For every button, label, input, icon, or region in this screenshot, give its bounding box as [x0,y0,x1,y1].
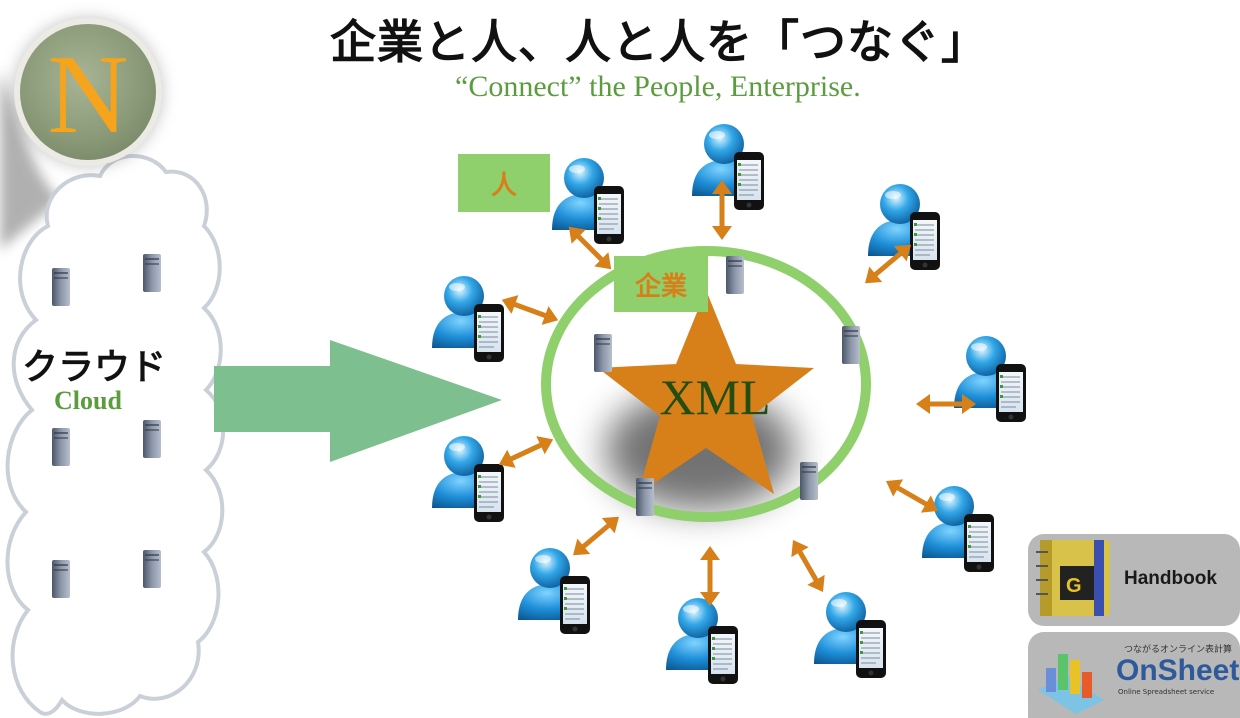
server-icon [800,462,818,500]
n-logo-icon: N [20,24,156,160]
person-tag: 人 [458,154,550,212]
user-with-smartphone-icon [666,598,738,684]
server-icon [143,254,161,292]
double-arrow-icon [784,535,831,597]
cloud-shape [5,154,226,716]
server-icon [52,560,70,598]
user-with-smartphone-icon [814,592,886,678]
xml-label: XML [659,369,771,425]
user-with-smartphone-icon [432,436,504,522]
cloud-label: クラウド [22,346,167,388]
onsheet-label: OnSheet [1116,654,1240,687]
double-arrow-icon [495,430,558,473]
onsheet-tagline: つながるオンライン表計算 [1124,645,1233,655]
double-arrow-icon [881,472,943,519]
page-title: 企業と人、人と人を「つなぐ」 [330,15,988,69]
server-icon [726,256,744,294]
user-with-smartphone-icon [552,158,624,244]
double-arrow-icon [700,546,720,606]
user-with-smartphone-icon [922,486,994,572]
server-icon [143,420,161,458]
server-icon [143,550,161,588]
logo-shadow [0,70,60,250]
onsheet-button[interactable]: つながるオンライン表計算 OnSheet Online Spreadsheet … [1028,632,1240,718]
double-arrow-icon [567,509,626,563]
onsheet-caption: Online Spreadsheet service [1118,688,1215,696]
server-icon [52,268,70,306]
cloud-sublabel: Cloud [54,386,122,415]
company-tag: 企業 [614,256,708,312]
user-with-smartphone-icon [518,548,590,634]
xml-star [598,290,814,494]
server-icon [52,428,70,466]
user-with-smartphone-icon [432,276,504,362]
server-icon [636,478,654,516]
handbook-button[interactable]: Handbook [1028,534,1240,626]
enterprise-ring [541,246,871,522]
flow-arrow [214,340,502,462]
server-icon [842,326,860,364]
user-with-smartphone-icon [692,124,764,210]
page-subtitle: “Connect” the People, Enterprise. [455,70,861,103]
logo-letter: N [47,33,129,157]
server-icon [594,334,612,372]
double-arrow-icon [498,290,561,329]
handbook-label: Handbook [1124,568,1217,589]
